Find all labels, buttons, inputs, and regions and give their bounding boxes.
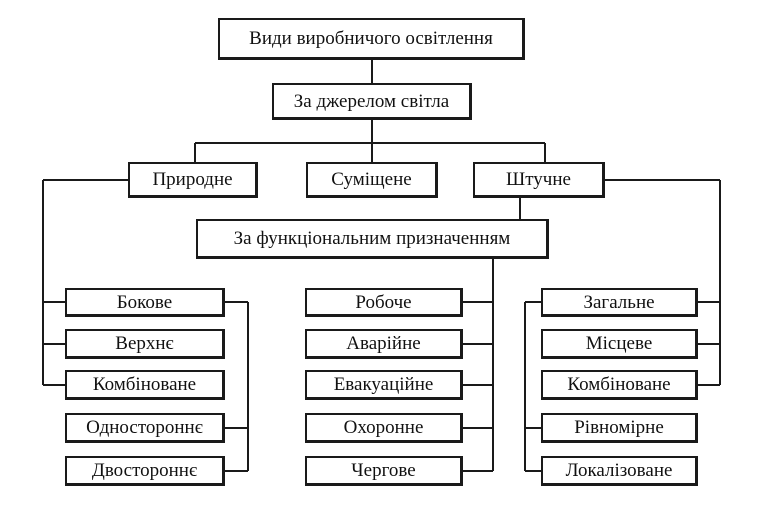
combined-node: Суміщене: [306, 162, 438, 198]
natural-kind-top: Верхнє: [65, 329, 225, 359]
artificial-kind-uniform: Рівномірне: [541, 413, 698, 443]
natural-node: Природне: [128, 162, 258, 198]
natural-kind-one-sided: Одностороннє: [65, 413, 225, 443]
by-function-node: За функціональним призначенням: [196, 219, 549, 259]
artificial-kind-combined: Комбіноване: [541, 370, 698, 400]
function-kind-working: Робоче: [305, 288, 463, 317]
function-kind-emergency: Аварійне: [305, 329, 463, 359]
artificial-kind-localized: Локалізоване: [541, 456, 698, 486]
artificial-kind-local: Місцеве: [541, 329, 698, 359]
natural-kind-side: Бокове: [65, 288, 225, 317]
natural-kind-combined: Комбіноване: [65, 370, 225, 400]
by-source-node: За джерелом світла: [272, 83, 472, 120]
function-kind-standby: Чергове: [305, 456, 463, 486]
function-kind-security: Охоронне: [305, 413, 463, 443]
root-node: Види виробничого освітлення: [218, 18, 525, 60]
artificial-kind-general: Загальне: [541, 288, 698, 317]
artificial-node: Штучне: [473, 162, 605, 198]
function-kind-evacuation: Евакуаційне: [305, 370, 463, 400]
natural-kind-two-sided: Двостороннє: [65, 456, 225, 486]
